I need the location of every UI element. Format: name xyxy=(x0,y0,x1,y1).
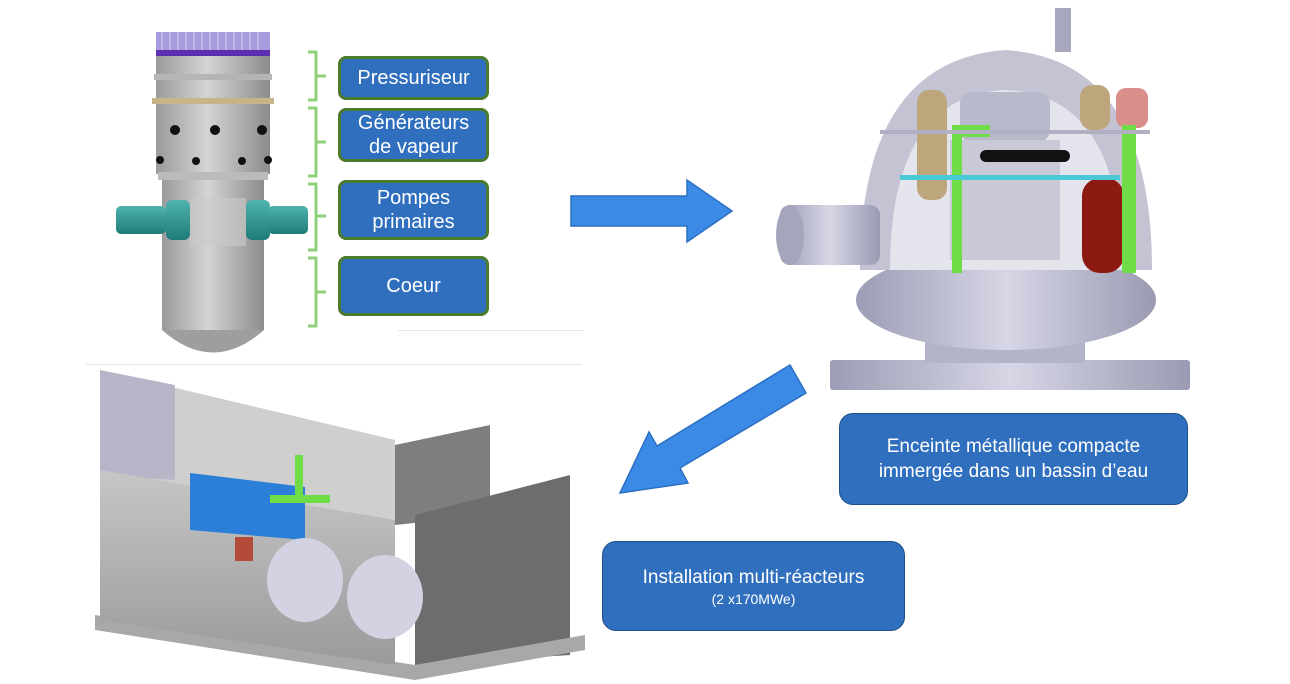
installation-caption-line2: (2 x170MWe) xyxy=(711,590,796,607)
reactor-vessel-illustration xyxy=(116,32,308,353)
containment-caption-line1: Enceinte métallique compacte xyxy=(886,436,1141,457)
label-coeur-text: Coeur xyxy=(386,275,441,297)
component-brackets xyxy=(308,50,326,328)
containment-caption-box: Enceinte métallique compacte immergée da… xyxy=(839,413,1188,505)
label-pressuriseur: Pressuriseur xyxy=(338,56,489,100)
multi-reactor-installation-illustration xyxy=(95,370,585,680)
label-generateurs-de-vapeur: Générateurs de vapeur xyxy=(338,108,489,162)
bracket-coeur xyxy=(308,256,326,328)
divider-line-right xyxy=(398,330,584,331)
containment-vessel-illustration xyxy=(776,8,1190,390)
containment-caption-line2: immergée dans un bassin d’eau xyxy=(878,461,1149,482)
installation-caption-box: Installation multi-réacteurs (2 x170MWe) xyxy=(602,541,905,631)
label-pompes-text: Pompes primaires xyxy=(372,187,455,233)
arrow-down-left-icon xyxy=(618,363,808,494)
label-generateurs-text: Générateurs de vapeur xyxy=(357,112,470,158)
divider-line xyxy=(86,364,582,365)
label-pressuriseur-text: Pressuriseur xyxy=(357,67,470,89)
label-pompes-primaires: Pompes primaires xyxy=(338,180,489,240)
arrow-right-icon xyxy=(570,178,734,244)
bracket-generateurs xyxy=(308,106,326,178)
bracket-pompes xyxy=(308,182,326,252)
label-coeur: Coeur xyxy=(338,256,489,316)
installation-caption-line1: Installation multi-réacteurs xyxy=(642,566,865,588)
bracket-pressuriseur xyxy=(308,50,326,102)
